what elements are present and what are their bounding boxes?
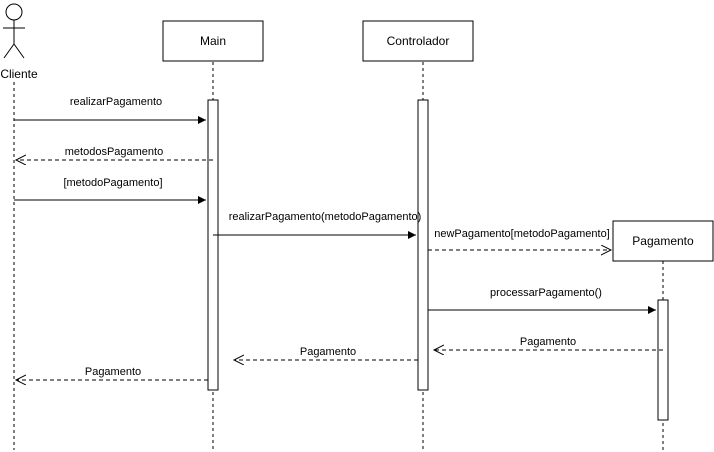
message-label: Pagamento [85,366,141,378]
message-metodos-pagamento: metodosPagamento [16,146,213,160]
message-realizar-pagamento-param: realizarPagamento(metodoPagamento) [213,211,422,239]
message-label: newPagamento[metodoPagamento] [434,228,610,240]
participant-controlador: Controlador [362,20,474,62]
actor-leg-left [3,43,15,59]
participant-label-pagamento: Pagamento [632,234,694,248]
message-pagamento-return-2: Pagamento [234,346,418,360]
participant-label-controlador: Controlador [387,34,450,48]
activation-pagamento [657,299,669,421]
message-label: realizarPagamento [70,96,162,108]
message-pagamento-return-1: Pagamento [434,336,663,350]
message-new-pagamento: newPagamento[metodoPagamento] [428,228,611,250]
participant-label-main: Main [200,34,226,48]
participant-main: Main [162,20,264,62]
message-label: [metodoPagamento] [63,177,162,189]
message-realizar-pagamento: realizarPagamento [14,96,206,124]
participant-box-controlador [362,20,474,62]
message-label: metodosPagamento [65,146,163,158]
actor-cliente: Cliente [0,3,38,81]
message-pagamento-return-3: Pagamento [16,366,208,380]
actor-leg-right [13,43,25,59]
participant-pagamento: Pagamento [612,220,714,262]
message-metodo-pagamento: [metodoPagamento] [14,177,206,204]
participant-box-pagamento [612,220,714,262]
message-label: realizarPagamento(metodoPagamento) [229,211,422,223]
message-label: processarPagamento() [490,287,602,299]
message-processar-pagamento: processarPagamento() [428,287,656,314]
activation-main [207,99,219,391]
actor-head [5,3,23,21]
message-label: Pagamento [300,346,356,358]
actor-label-cliente: Cliente [0,67,38,81]
activation-controlador [417,99,429,391]
message-label: Pagamento [520,336,576,348]
participant-box-main [162,20,264,62]
